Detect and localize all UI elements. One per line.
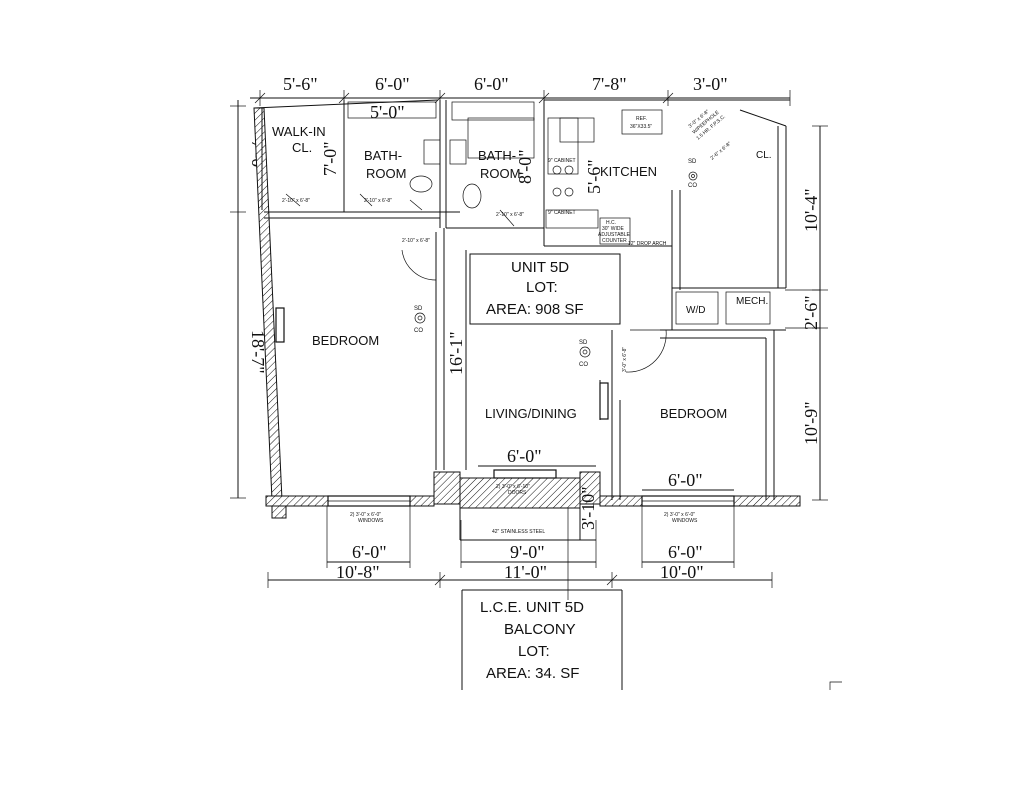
label-bath2-line1: BATH-: [478, 148, 516, 163]
unit-info-box: [469, 253, 621, 325]
note-co-kitchen: CO: [688, 183, 697, 189]
label-bath2-line2: ROOM: [480, 166, 520, 181]
note-windows-right-line1: 2) 3'-0" x 6'-0": [664, 512, 695, 518]
note-sd-kitchen: SD: [688, 159, 697, 165]
dim-window-right-top: 6'-0": [668, 470, 703, 490]
note-co-living: CO: [579, 362, 588, 368]
dim-balcony-depth: 3'-10": [578, 486, 598, 530]
dim-bath2-height: 8'-0": [515, 149, 535, 184]
label-walkin-line2: CL.: [292, 140, 312, 155]
note-door-bath1: 2'-10" x 6'-8": [364, 198, 392, 204]
note-ref-line2: 36"X33.5": [630, 124, 652, 130]
dim-left-main: 18'-7": [248, 330, 268, 374]
label-walkin-line1: WALK-IN: [272, 124, 326, 139]
unit-area: AREA: 908 SF: [486, 301, 584, 318]
dim-bath-width: 5'-0": [370, 102, 405, 122]
note-door-bath2: 2'-10" x 6'-8": [496, 212, 524, 218]
dim-bottom-right: 10'-0": [660, 562, 704, 582]
dim-living-height: 16'-1": [446, 331, 466, 375]
dim-bath1-height: 7'-0": [320, 141, 340, 176]
label-bath1-line1: BATH-: [364, 148, 402, 163]
dim-kitchen-height: 5'-6": [584, 159, 604, 194]
dim-balcony-top: 6'-0": [507, 446, 542, 466]
note-co-left: CO: [414, 328, 423, 334]
balcony-title: L.C.E. UNIT 5D: [480, 599, 584, 616]
label-kitchen: KITCHEN: [600, 164, 657, 179]
balcony-area: AREA: 34. SF: [486, 665, 579, 682]
note-windows-right-line2: WINDOWS: [672, 518, 698, 524]
note-balcony-doors-line1: 2) 3'-0" x 6'-10": [496, 484, 530, 490]
note-hc-line2: 30" WIDE: [602, 226, 624, 232]
label-closet: CL.: [756, 150, 772, 161]
label-bedroom-left: BEDROOM: [312, 333, 379, 348]
dim-window-right-bottom: 6'-0": [668, 542, 703, 562]
note-door-closet-left: 2'-10" x 6'-8": [282, 198, 310, 204]
fixtures: [285, 101, 771, 373]
note-closet-door: 2'-6" x 6'-8": [709, 141, 732, 162]
dim-balcony-width: 9'-0": [510, 542, 545, 562]
dim-bottom-center: 11'-0": [504, 562, 547, 582]
dim-top-walkin: 5'-6": [283, 74, 318, 94]
dim-top-bath1: 6'-0": [375, 74, 410, 94]
note-ref-line1: REF.: [636, 116, 647, 122]
balcony-lot: LOT:: [518, 643, 550, 660]
top-dimension-line: [250, 90, 791, 106]
note-hc-line4: COUNTER: [602, 238, 627, 244]
label-bath1-line2: ROOM: [366, 166, 406, 181]
dim-right-top: 10'-4": [801, 188, 821, 232]
dim-bottom-left: 10'-8": [336, 562, 380, 582]
dim-window-left: 6'-0": [352, 542, 387, 562]
balcony-label: BALCONY: [504, 621, 576, 638]
label-wd: W/D: [686, 305, 705, 316]
label-bedroom-right: BEDROOM: [660, 406, 727, 421]
unit-title: UNIT 5D: [511, 259, 569, 276]
label-living: LIVING/DINING: [485, 406, 577, 421]
note-drop-arch: 12" DROP ARCH: [628, 241, 667, 247]
note-cabinet-top: 9" CABINET: [548, 158, 576, 164]
note-stainless: 42" STAINLESS STEEL: [492, 529, 545, 535]
unit-lot: LOT:: [526, 279, 558, 296]
note-windows-left-line2: WINDOWS: [358, 518, 384, 524]
note-hc-line3: ADJUSTABLE: [598, 232, 631, 238]
left-dimension-line: [230, 100, 246, 499]
dim-right-bottom: 10'-9": [801, 401, 821, 445]
note-windows-left-line1: 2) 3'-0" x 6'-0": [350, 512, 381, 518]
windows: [327, 495, 735, 507]
note-bedroom-right-door: 3'-0" x 6'-8": [622, 347, 628, 372]
note-sd-left: SD: [414, 306, 423, 312]
balcony: [459, 469, 596, 600]
dim-top-kitchen: 7'-8": [592, 74, 627, 94]
bottom-dimension-line: [267, 465, 773, 588]
dim-top-bath2: 6'-0": [474, 74, 509, 94]
note-hc-line1: H.C.: [606, 220, 616, 226]
label-mech: MECH.: [736, 296, 768, 307]
balcony-info-box: [461, 589, 623, 690]
dim-top-entry: 3'-0": [693, 74, 728, 94]
note-cabinet-bottom: 9" CABINET: [548, 210, 576, 216]
right-dimension-line: [785, 125, 828, 501]
note-balcony-doors-line2: DOORS: [508, 490, 527, 496]
note-door-bedroom-left: 2'-10" x 6'-8": [402, 238, 430, 244]
corner-mark: [829, 681, 842, 690]
note-sd-living: SD: [579, 340, 588, 346]
dim-right-mid: 2'-6": [801, 295, 821, 330]
